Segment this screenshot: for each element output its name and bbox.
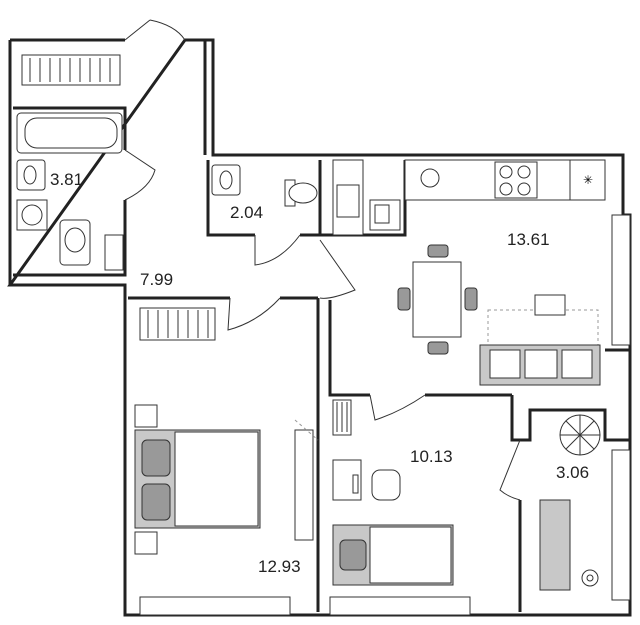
bedroom-door [227,297,281,331]
bathroom-fixtures [16,112,124,271]
burner [517,182,531,196]
chair [397,287,411,311]
sink-bowl [23,165,37,185]
walls [7,38,632,617]
dining-table [397,244,478,355]
chair [464,287,478,311]
pillow [141,439,171,477]
burner [499,165,513,179]
bedroom-furniture [134,404,319,555]
kitchen: ✳ [332,159,606,236]
kitchen-door [319,239,356,299]
partition-wall [316,298,512,612]
window-bottom-mid [329,596,471,616]
area-kitchen-living: 13.61 [507,230,550,249]
nightstand [134,531,158,555]
asterisk-icon: ✳ [583,173,593,187]
wardrobe [294,429,314,541]
bed-sheet [174,431,259,527]
plant-icon [559,414,601,456]
toilet-door [254,234,301,266]
area-toilet: 2.04 [230,203,263,222]
sofa-seat [561,349,593,379]
burner [499,182,513,196]
shelf [104,234,124,271]
table [412,261,462,338]
chair [427,341,449,355]
children-furniture [332,399,454,586]
entrance-door [124,19,186,41]
sink-basin [374,204,390,224]
toilet-bowl [288,182,318,204]
area-children-room: 10.13 [410,447,453,466]
office-chair [371,469,401,501]
area-balcony: 3.06 [556,463,589,482]
radiator-icon [147,310,209,338]
desk-lamp [352,474,359,494]
bathroom-door [124,149,156,201]
toilet-fixtures [211,164,318,207]
living-area [479,294,601,386]
washing-machine-drum [21,204,43,226]
chair [427,244,449,258]
doors [124,19,521,501]
balcony-wall [510,395,630,442]
balcony-furniture [539,414,601,591]
single-bed-sheet [369,526,452,584]
window-bottom-left [139,596,291,616]
sofa-seat [524,349,558,379]
area-labels: 3.81 2.04 7.99 13.61 10.13 3.06 12.93 [50,170,589,576]
bathroom-wall [13,106,127,277]
balcony-sofa [539,499,571,591]
tv [534,294,566,316]
radiator-icon [29,58,111,82]
nightstand [134,404,158,428]
window-top-left [21,54,121,86]
exterior-wall-top-right [185,38,207,155]
balcony-door [499,439,521,501]
window-balcony [611,449,631,601]
burner [517,165,531,179]
toilet-sink-bowl [219,170,233,190]
hood-box [569,159,606,201]
sofa-seat [489,349,521,379]
pillow [339,539,367,571]
bathtub-inner [24,117,118,149]
window-right [611,214,631,346]
area-bathroom: 3.81 [50,170,83,189]
area-hallway: 7.99 [140,270,173,289]
fridge-door [336,184,360,218]
kettle-icon [420,168,440,188]
windows [21,54,631,616]
area-bedroom: 12.93 [258,557,301,576]
bath-toilet-bowl [64,227,86,253]
children-door [369,394,426,421]
pillow [141,483,171,521]
